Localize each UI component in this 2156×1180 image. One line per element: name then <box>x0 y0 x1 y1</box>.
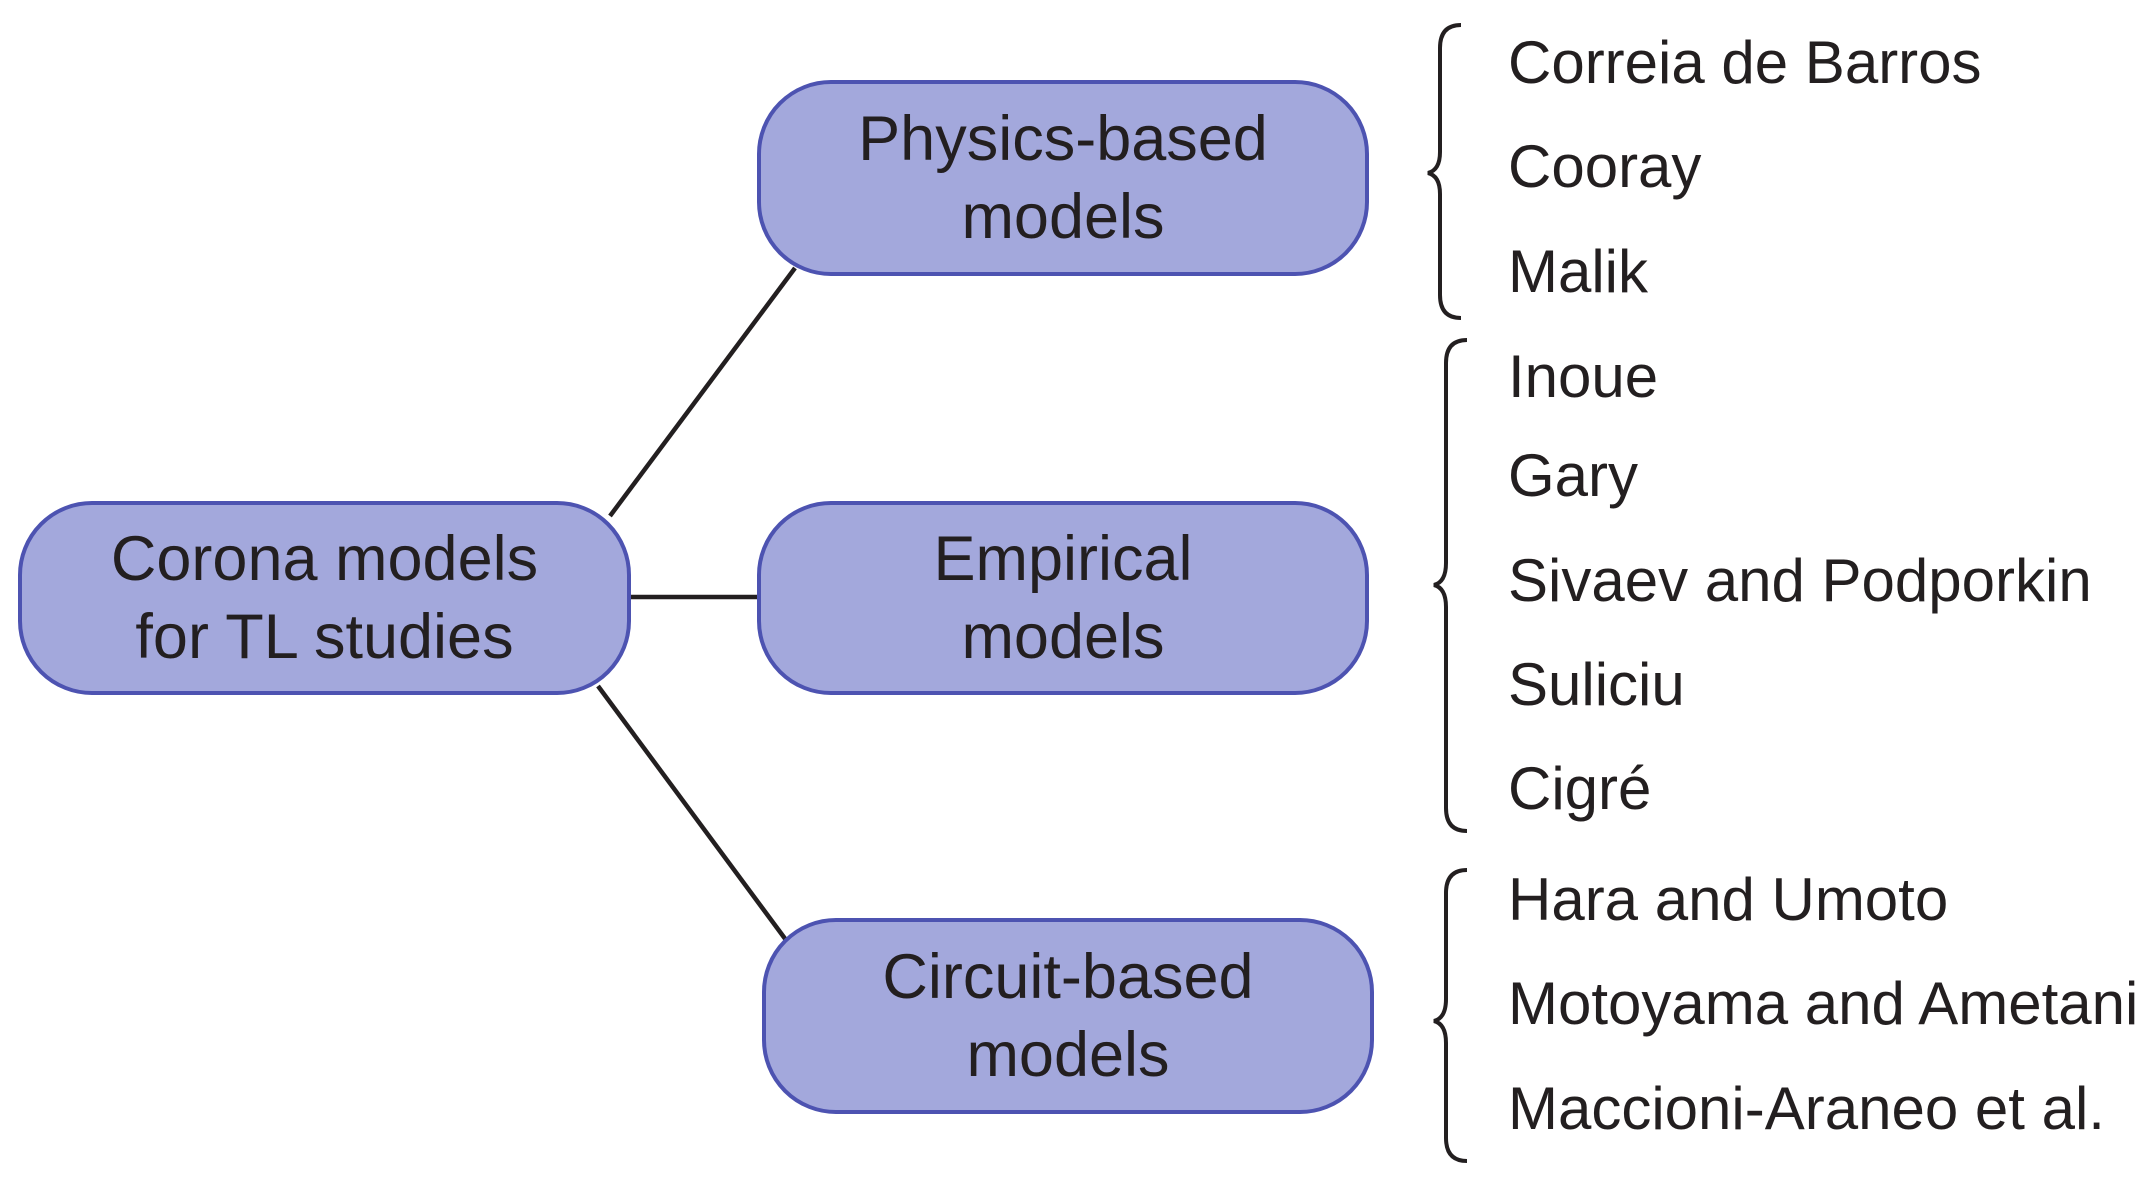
empirical-node: Empirical models <box>757 501 1369 695</box>
brace-empirical <box>1433 338 1468 833</box>
author-cooray: Cooray <box>1508 133 1702 200</box>
empirical-node-line1: Empirical <box>933 524 1193 594</box>
root-node-line2: for TL studies <box>135 602 514 672</box>
author-cigre: Cigré <box>1508 755 1652 822</box>
author-correia-de-barros: Correia de Barros <box>1508 29 1982 96</box>
physics-based-node-line2: models <box>961 182 1165 252</box>
root-node: Corona models for TL studies <box>18 501 631 695</box>
physics-based-node-line1: Physics-based <box>858 104 1268 174</box>
author-hara-and-umoto: Hara and Umoto <box>1508 866 1949 933</box>
author-maccioni-araneo-et-al: Maccioni-Araneo et al. <box>1508 1075 2105 1142</box>
circuit-based-node-line1: Circuit-based <box>882 942 1254 1012</box>
circuit-based-node: Circuit-based models <box>762 918 1374 1114</box>
brace-circuit-based <box>1433 868 1468 1163</box>
circuit-based-node-line2: models <box>966 1020 1170 1090</box>
brace-physics-based <box>1427 23 1462 320</box>
author-motoyama-and-ametani: Motoyama and Ametani <box>1508 970 2139 1037</box>
author-malik: Malik <box>1508 238 1649 305</box>
connector-root-circuit <box>596 684 788 942</box>
author-inoue: Inoue <box>1508 343 1659 410</box>
author-sivaev-and-podporkin: Sivaev and Podporkin <box>1508 547 2092 614</box>
author-gary: Gary <box>1508 442 1639 509</box>
physics-based-node: Physics-based models <box>757 80 1369 276</box>
empirical-node-line2: models <box>961 602 1165 672</box>
author-suliciu: Suliciu <box>1508 651 1685 718</box>
root-node-line1: Corona models <box>110 524 539 594</box>
connector-root-physics <box>608 266 797 518</box>
